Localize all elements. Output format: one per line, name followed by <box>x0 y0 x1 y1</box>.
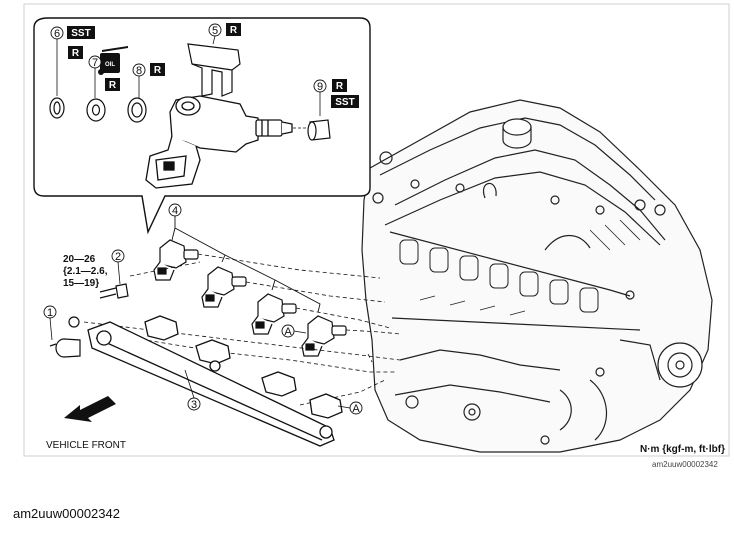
torque-line-2: {2.1—2.6, <box>63 266 108 277</box>
svg-text:1: 1 <box>47 307 53 319</box>
svg-text:4: 4 <box>172 205 178 217</box>
marker-a-lower-leader <box>337 405 351 409</box>
marker-a-lower: A <box>349 401 363 415</box>
inset-injector <box>145 95 293 189</box>
oil-can-icon: OIL <box>100 46 128 73</box>
callout-1: 1 <box>43 305 57 319</box>
injector-3 <box>251 293 297 335</box>
svg-text:7: 7 <box>92 57 98 69</box>
part-1-spacer <box>49 338 81 358</box>
callout-2: 2 <box>111 249 125 263</box>
svg-text:SST: SST <box>335 97 354 108</box>
svg-text:OIL: OIL <box>105 62 115 68</box>
rail-bolt <box>68 316 80 328</box>
r-tag-8: R <box>150 63 165 76</box>
vehicle-front-arrow-icon <box>64 396 116 422</box>
part-7-washer <box>86 98 106 122</box>
vehicle-front-label: VEHICLE FRONT <box>46 440 126 451</box>
exploded-view-diagram: 6 SST R OIL 7 R 8 R <box>23 3 730 469</box>
fuel-rail <box>87 315 343 447</box>
leader-4-bracket <box>171 216 321 313</box>
callout-3: 3 <box>187 397 201 411</box>
svg-text:R: R <box>230 25 238 36</box>
part-6-seal <box>49 97 65 119</box>
svg-text:R: R <box>72 48 80 59</box>
svg-text:SST: SST <box>71 28 90 39</box>
leader-3 <box>184 369 195 399</box>
figure-ref-code: am2uuw00002342 <box>652 460 718 469</box>
svg-text:A: A <box>284 326 292 338</box>
injector-4 <box>301 315 347 357</box>
leader-2 <box>117 261 121 285</box>
r-tag-9: R <box>332 79 347 92</box>
r-tag-5: R <box>226 23 241 36</box>
svg-text:R: R <box>336 81 344 92</box>
torque-line-3: 15—19} <box>63 278 99 289</box>
dashed-guides <box>83 253 401 406</box>
svg-text:2: 2 <box>115 251 121 263</box>
figure-frame <box>23 3 730 457</box>
svg-text:5: 5 <box>212 25 218 37</box>
torque-line-1: 20—26 <box>63 254 96 265</box>
injector-2 <box>201 266 247 308</box>
marker-a-upper-leader <box>293 330 307 334</box>
svg-text:R: R <box>154 65 162 76</box>
engine-block <box>361 99 713 453</box>
injector-1 <box>153 239 199 281</box>
part-5-clip <box>187 43 241 97</box>
svg-text:R: R <box>109 80 117 91</box>
leader-1 <box>49 317 53 341</box>
torque-units-label: N·m {kgf-m, ft·lbf} <box>640 444 725 455</box>
svg-text:8: 8 <box>136 65 142 77</box>
sst-tag-6: SST <box>67 26 95 39</box>
svg-text:A: A <box>352 403 360 415</box>
figure-caption: am2uuw00002342 <box>13 506 120 521</box>
part-8-o-ring <box>127 97 147 123</box>
sst-tag-9: SST <box>331 95 359 108</box>
svg-text:6: 6 <box>54 28 60 40</box>
callout-4: 4 <box>168 203 182 217</box>
svg-text:9: 9 <box>317 81 323 93</box>
leader-5 <box>212 35 216 45</box>
oil-drop-icon <box>98 69 104 75</box>
r-tag-7b: R <box>105 78 120 91</box>
r-tag-7a: R <box>68 46 83 59</box>
marker-a-upper: A <box>281 324 295 338</box>
part-9-seal <box>307 119 331 141</box>
svg-text:3: 3 <box>191 399 197 411</box>
part-2-bolt <box>99 283 129 299</box>
